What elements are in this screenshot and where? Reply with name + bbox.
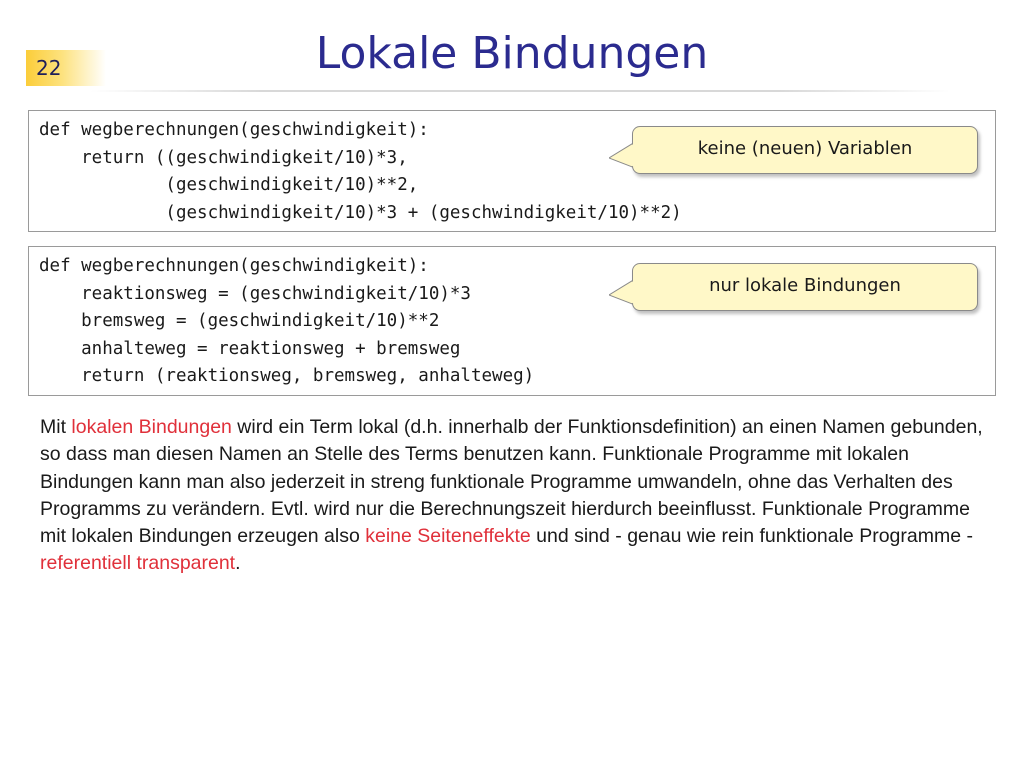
paragraph-text: wird ein Term lokal (d.h. innerhalb der …: [40, 416, 983, 548]
code-line: return ((geschwindigkeit/10)*3,: [39, 147, 408, 168]
code-line: def wegberechnungen(geschwindigkeit):: [39, 256, 429, 276]
highlight-referentially-transparent: referentiell transparent: [40, 552, 236, 575]
callout-only-local-bindings: nur lokale Bindungen: [632, 263, 978, 311]
code-line: anhalteweg = reaktionsweg + bremsweg: [39, 338, 461, 359]
slide-number: 22: [26, 50, 106, 86]
paragraph-text: Mit: [40, 416, 72, 438]
code-line: (geschwindigkeit/10)**2,: [39, 175, 419, 195]
highlight-no-side-effects: keine Seiteneffekte: [365, 525, 531, 548]
callout-no-new-variables: keine (neuen) Variablen: [632, 126, 978, 174]
code-line: (geschwindigkeit/10)*3 + (geschwindigkei…: [39, 202, 682, 223]
explanation-paragraph: Mit lokalen Bindungen wird ein Term loka…: [40, 414, 995, 578]
paragraph-text: und sind - genau wie rein funktionale Pr…: [530, 525, 973, 548]
paragraph-text: .: [235, 552, 241, 575]
title-divider: [90, 90, 950, 92]
highlight-local-bindings: lokalen Bindungen: [71, 416, 232, 438]
code-line: bremsweg = (geschwindigkeit/10)**2: [39, 311, 440, 331]
code-line: reaktionsweg = (geschwindigkeit/10)*3: [39, 283, 471, 304]
code-line: return (reaktionsweg, bremsweg, anhaltew…: [39, 366, 535, 386]
slide-title: Lokale Bindungen: [315, 28, 709, 79]
code-line: def wegberechnungen(geschwindigkeit):: [39, 120, 429, 140]
